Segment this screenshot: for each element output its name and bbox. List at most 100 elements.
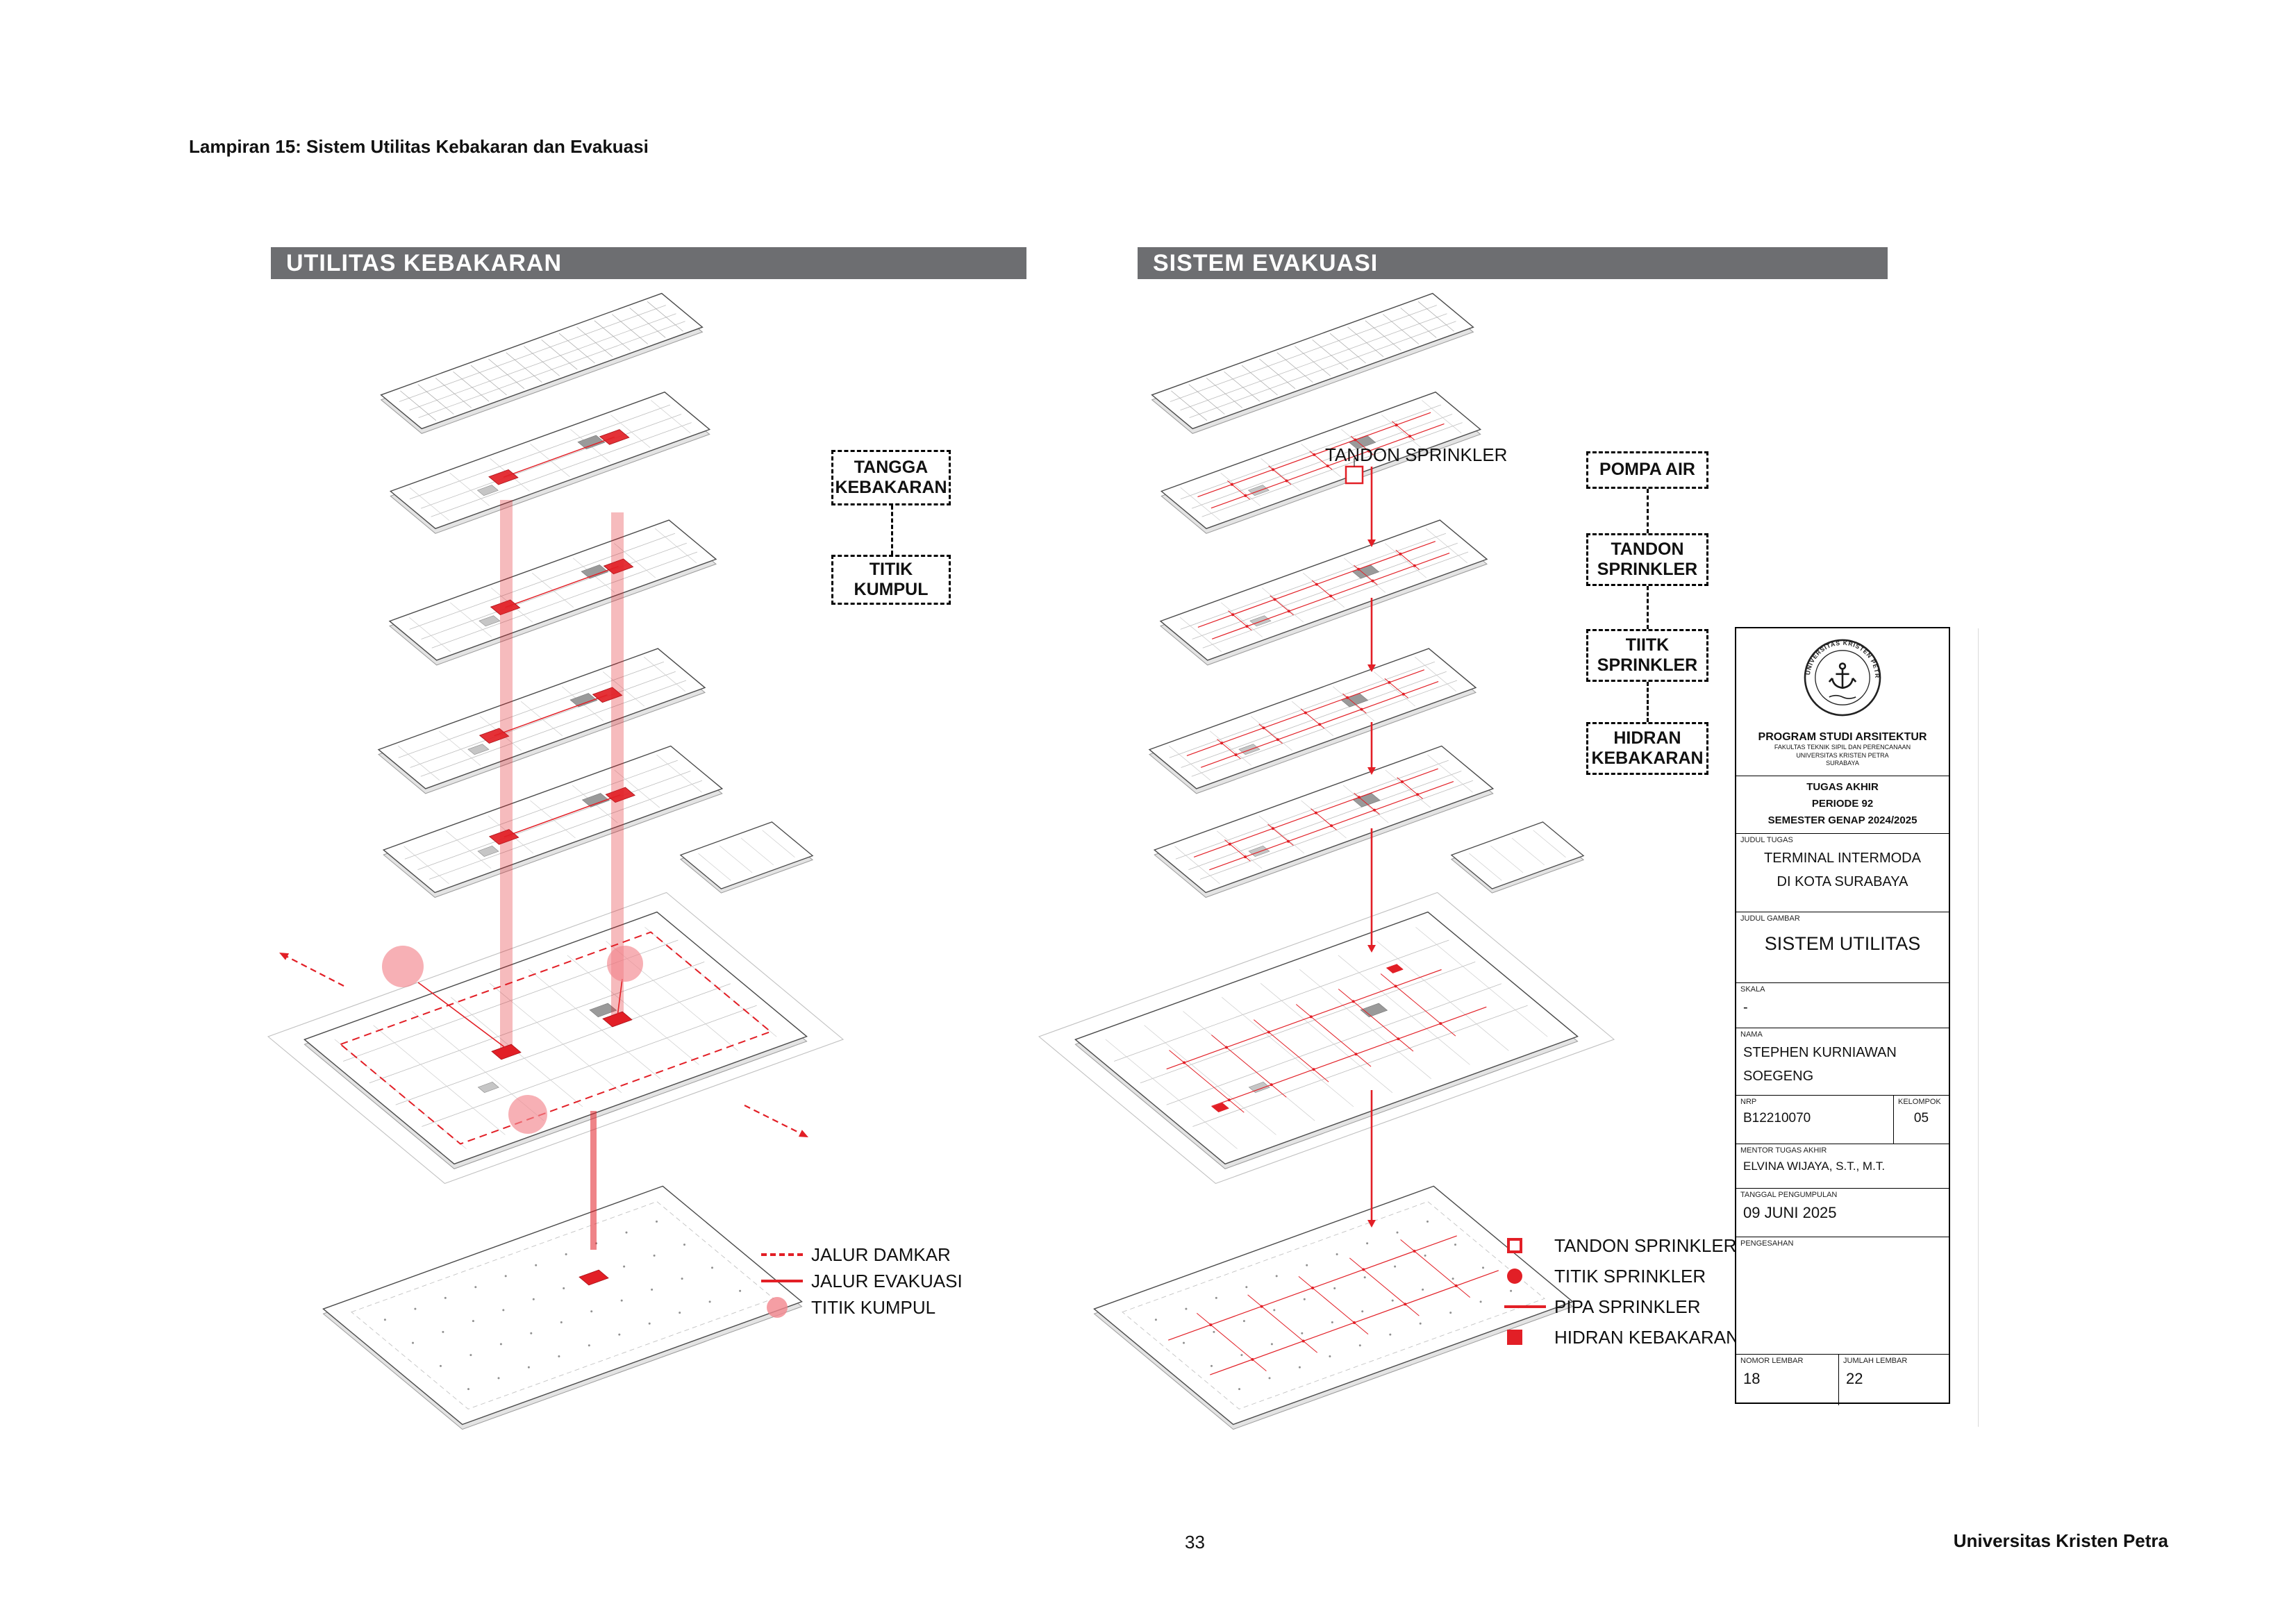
callout-pompa-air: POMPA AIR (1586, 451, 1708, 489)
university-emblem: UNIVERSITAS KRISTEN PETRA (1800, 635, 1881, 717)
section-title-text: UTILITAS KEBAKARAN (286, 249, 563, 276)
callout-tandon-sprinkler: TANDON SPRINKLER (1586, 533, 1708, 586)
callout-connector (1647, 682, 1649, 722)
legend-label: JALUR EVAKUASI (811, 1270, 963, 1291)
page-number: 33 (1185, 1532, 1205, 1552)
callout-connector (891, 505, 893, 555)
nomor-lembar-value: 18 (1743, 1370, 1761, 1387)
exploded-axonometric-fire-utilities (267, 292, 845, 1430)
mentor-value: ELVINA WIJAYA, S.T., M.T. (1743, 1160, 1886, 1173)
legend-swatch (1504, 1305, 1550, 1308)
skala-label: SKALA (1740, 985, 1765, 994)
tanggal-label: TANGGAL PENGUMPULAN (1740, 1191, 1838, 1199)
legend-label: HIDRAN KEBAKARAN (1554, 1326, 1739, 1348)
pengesahan-label: PENGESAHAN (1740, 1239, 1794, 1248)
jumlah-lembar-value: 22 (1846, 1370, 1863, 1387)
pink-circle-icon (767, 1297, 788, 1318)
callout-titik-kumpul: TITIK KUMPUL (831, 555, 951, 605)
mentor-label: MENTOR TUGAS AKHIR (1740, 1146, 1827, 1155)
callout-hidran-kebakaran: HIDRAN KEBAKARAN (1586, 722, 1708, 775)
field-jumlah-lembar: JUMLAH LEMBAR 22 (1838, 1355, 1949, 1405)
section-title-utilitas-kebakaran: UTILITAS KEBAKARAN (271, 247, 1026, 279)
field-tanggal: TANGGAL PENGUMPULAN 09 JUNI 2025 (1736, 1188, 1949, 1237)
red-circle-icon (1507, 1269, 1522, 1284)
nrp-label: NRP (1740, 1098, 1757, 1106)
field-nrp-kelompok: NRP B12210070 KELOMPOK 05 (1736, 1095, 1949, 1144)
legend-item-titik-kumpul: TITIK KUMPUL (761, 1294, 963, 1321)
section-title-text: SISTEM EVAKUASI (1153, 249, 1379, 276)
judul-tugas-label: JUDUL TUGAS (1740, 836, 1793, 844)
red-filled-square-icon (1507, 1330, 1522, 1345)
exploded-axonometric-evacuation-system (1038, 292, 1615, 1430)
legend-label: JALUR DAMKAR (811, 1244, 951, 1265)
legend-swatch (1504, 1238, 1550, 1253)
kelompok-value: 05 (1913, 1111, 1929, 1125)
field-judul-gambar: JUDUL GAMBAR SISTEM UTILITAS (1736, 912, 1949, 982)
field-nrp: NRP B12210070 (1736, 1096, 1893, 1144)
field-mentor: MENTOR TUGAS AKHIR ELVINA WIJAYA, S.T., … (1736, 1144, 1949, 1188)
nama-label: NAMA (1740, 1030, 1763, 1039)
legend-label: PIPA SPRINKLER (1554, 1296, 1701, 1317)
legend-item-jalur-evakuasi: JALUR EVAKUASI (761, 1268, 963, 1294)
legend-swatch (1504, 1330, 1550, 1345)
legend-fire-utilities: JALUR DAMKAR JALUR EVAKUASI TITIK KUMPUL (761, 1241, 963, 1321)
faculty-line: UNIVERSITAS KRISTEN PETRA (1796, 751, 1889, 759)
field-nama: NAMA STEPHEN KURNIAWAN SOEGENG (1736, 1028, 1949, 1095)
footer-credit: Universitas Kristen Petra (1953, 1530, 2168, 1551)
faculty-line: FAKULTAS TEKNIK SIPIL DAN PERENCANAAN (1774, 744, 1911, 751)
field-pengesahan: PENGESAHAN (1736, 1237, 1949, 1354)
field-skala: SKALA - (1736, 982, 1949, 1028)
section-title-sistem-evakuasi: SISTEM EVAKUASI (1138, 247, 1888, 279)
nama-value: STEPHEN KURNIAWAN (1743, 1045, 1897, 1060)
program-name: PROGRAM STUDI ARSITEKTUR (1758, 731, 1927, 743)
field-nomor-lembar: NOMOR LEMBAR 18 (1736, 1355, 1838, 1405)
jumlah-lembar-label: JUMLAH LEMBAR (1843, 1357, 1908, 1365)
faculty-line: SURABAYA (1826, 760, 1859, 767)
tanggal-value: 09 JUNI 2025 (1743, 1204, 1837, 1221)
anchor-icon (1828, 662, 1857, 689)
judul-tugas-value: TERMINAL INTERMODA (1764, 851, 1921, 866)
nomor-lembar-label: NOMOR LEMBAR (1740, 1357, 1804, 1365)
annotation-tandon-sprinkler: TANDON SPRINKLER (1325, 444, 1508, 465)
callout-connector (1647, 586, 1649, 629)
legend-item-titik-sprinkler: TITIK SPRINKLER (1504, 1261, 1739, 1291)
field-kelompok: KELOMPOK 05 (1893, 1096, 1949, 1144)
skala-value: - (1743, 1000, 1748, 1015)
legend-item-hidran-kebakaran: HIDRAN KEBAKARAN (1504, 1322, 1739, 1353)
legend-item-jalur-damkar: JALUR DAMKAR (761, 1241, 963, 1268)
appendix-header: Lampiran 15: Sistem Utilitas Kebakaran d… (189, 136, 649, 157)
red-solid-line-icon (1504, 1305, 1546, 1308)
nrp-value: B12210070 (1743, 1111, 1811, 1125)
project-line: PERIODE 92 (1811, 798, 1874, 810)
legend-item-pipa-sprinkler: PIPA SPRINKLER (1504, 1291, 1739, 1322)
callout-tiitk-sprinkler: TIITK SPRINKLER (1586, 629, 1708, 682)
callout-tangga-kebakaran: TANGGA KEBAKARAN (831, 450, 951, 505)
legend-swatch (761, 1297, 807, 1318)
project-line: SEMESTER GENAP 2024/2025 (1767, 814, 1918, 826)
legend-swatch (761, 1253, 807, 1256)
title-block: UNIVERSITAS KRISTEN PETRA PROGRAM STUDI … (1735, 627, 1950, 1405)
red-solid-line-icon (761, 1280, 803, 1282)
judul-tugas-value: DI KOTA SURABAYA (1777, 874, 1908, 889)
nama-value: SOEGENG (1743, 1069, 1814, 1084)
legend-evacuation-system: TANDON SPRINKLER TITIK SPRINKLER PIPA SP… (1504, 1230, 1739, 1353)
title-block-program-section: PROGRAM STUDI ARSITEKTUR FAKULTAS TEKNIK… (1736, 729, 1949, 776)
title-block-logo-section: UNIVERSITAS KRISTEN PETRA (1736, 628, 1949, 729)
legend-label: TITIK SPRINKLER (1554, 1265, 1706, 1287)
red-square-outline-icon (1507, 1238, 1522, 1253)
field-lembar: NOMOR LEMBAR 18 JUMLAH LEMBAR 22 (1736, 1354, 1949, 1405)
red-dashed-line-icon (761, 1253, 803, 1256)
project-line: TUGAS AKHIR (1806, 781, 1879, 793)
wave-icon (1829, 694, 1856, 699)
legend-label: TANDON SPRINKLER (1554, 1234, 1737, 1256)
title-block-project-section: TUGAS AKHIR PERIODE 92 SEMESTER GENAP 20… (1736, 776, 1949, 833)
field-judul-tugas: JUDUL TUGAS TERMINAL INTERMODA DI KOTA S… (1736, 833, 1949, 912)
legend-item-tandon-sprinkler: TANDON SPRINKLER (1504, 1230, 1739, 1261)
sheet-frame-line (1978, 628, 1979, 1427)
kelompok-label: KELOMPOK (1898, 1098, 1941, 1106)
judul-gambar-value: SISTEM UTILITAS (1764, 933, 1921, 954)
legend-swatch (1504, 1269, 1550, 1284)
legend-swatch (761, 1280, 807, 1282)
callout-connector (1647, 489, 1649, 533)
